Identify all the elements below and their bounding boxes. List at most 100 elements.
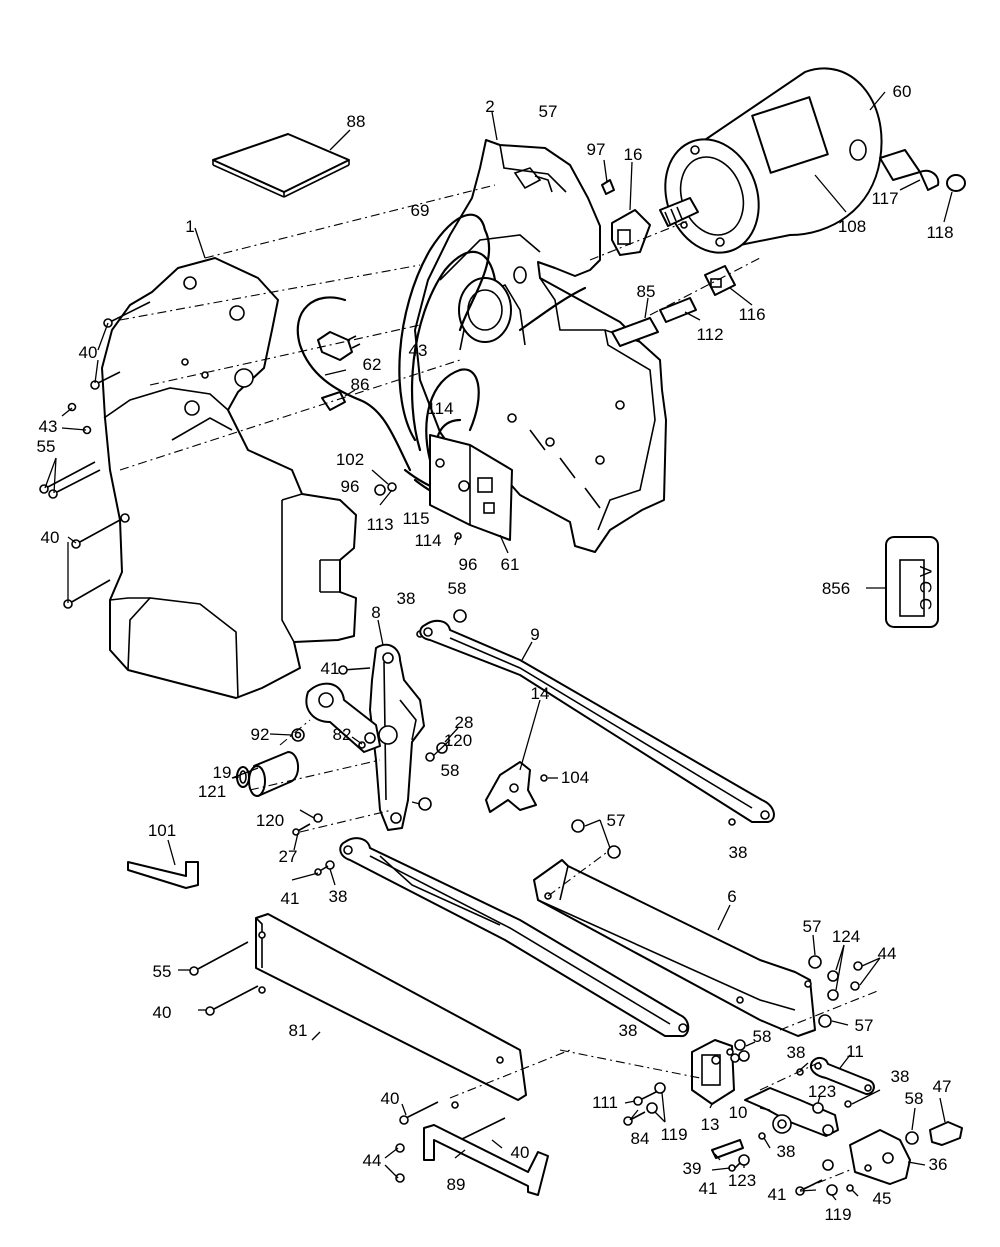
label-1: 1 [185, 217, 194, 236]
label-101: 101 [148, 821, 176, 840]
part-101-wrench [127, 839, 199, 889]
label-38-c: 38 [329, 887, 348, 906]
label-119-b: 119 [824, 1205, 851, 1224]
label-124: 124 [832, 927, 860, 946]
label-102: 102 [336, 450, 364, 469]
assembly-dashlines-upper [119, 184, 761, 471]
part-13-bracket [691, 1039, 756, 1109]
label-55-a: 55 [37, 437, 56, 456]
label-96-a: 96 [341, 477, 360, 496]
assembly-dashlines-lower [449, 989, 881, 1191]
part-117-118-brush [879, 149, 966, 223]
part-88-pad [212, 129, 351, 198]
label-82: 82 [333, 725, 352, 744]
hardware-near-part-6 [571, 819, 881, 1028]
label-9: 9 [530, 625, 539, 644]
label-8: 8 [371, 603, 380, 622]
label-57-b: 57 [607, 811, 626, 830]
label-119-a: 119 [660, 1125, 687, 1144]
label-40-e: 40 [511, 1143, 530, 1162]
label-86: 86 [351, 375, 370, 394]
label-84: 84 [631, 1129, 650, 1148]
label-69: 69 [411, 201, 430, 220]
label-96-b: 96 [459, 555, 478, 574]
label-115: 115 [402, 509, 429, 528]
label-41-b: 41 [281, 889, 300, 908]
label-92: 92 [251, 725, 270, 744]
label-55-b: 55 [153, 962, 172, 981]
part-85-112-116 [611, 265, 753, 347]
label-89: 89 [447, 1175, 466, 1194]
part-89-bar [423, 1124, 549, 1196]
left-fasteners [39, 301, 151, 609]
label-41-a: 41 [321, 659, 340, 678]
part-60-motor [659, 67, 886, 254]
label-81: 81 [289, 1021, 308, 1040]
label-28: 28 [455, 713, 474, 732]
label-88: 88 [347, 112, 366, 131]
label-43-b: 43 [39, 417, 58, 436]
label-10: 10 [729, 1103, 748, 1122]
label-120-a: 120 [444, 731, 472, 750]
label-114-b: 114 [414, 531, 441, 550]
label-19: 19 [213, 763, 232, 782]
label-38-f: 38 [891, 1067, 910, 1086]
label-40-c: 40 [153, 1003, 172, 1022]
label-114-a: 114 [426, 399, 453, 418]
label-43-a: 43 [409, 341, 428, 360]
part-10-linkage [744, 1087, 839, 1137]
label-108: 108 [838, 217, 866, 236]
label-44-a: 44 [878, 944, 897, 963]
label-58-b: 58 [441, 761, 460, 780]
part-82-crank [305, 682, 381, 753]
label-40-d: 40 [381, 1089, 400, 1108]
label-58-c: 58 [753, 1027, 772, 1046]
label-121: 121 [198, 782, 226, 801]
part-6-channel [533, 849, 816, 1037]
part-36-bracket [849, 1097, 963, 1185]
part-19-sleeve [231, 751, 299, 797]
label-40-a: 40 [79, 343, 98, 362]
label-104: 104 [561, 768, 589, 787]
label-97: 97 [587, 140, 606, 159]
part-lower-rail [339, 837, 690, 1038]
label-36: 36 [929, 1155, 948, 1174]
label-38-a: 38 [397, 589, 416, 608]
label-13: 13 [701, 1115, 720, 1134]
label-16: 16 [624, 145, 643, 164]
label-856: 856 [822, 579, 850, 598]
hardware-111-84-119 [559, 1049, 701, 1126]
label-57-d: 57 [855, 1016, 874, 1035]
label-57-a: 57 [539, 102, 558, 121]
part-62-plug [317, 331, 361, 411]
part-8-link-arm [369, 619, 425, 831]
label-6: 6 [727, 887, 736, 906]
label-58-d: 58 [905, 1089, 924, 1108]
part-81-plate [255, 913, 527, 1109]
part-856-label-inset: A C C [866, 536, 939, 628]
label-47: 47 [933, 1077, 952, 1096]
inset-label-text: A C C [916, 566, 935, 610]
callout-labels: 1 2 6 8 9 10 11 13 14 16 19 27 28 36 38 … [37, 82, 954, 1224]
label-60: 60 [893, 82, 912, 101]
label-38-e: 38 [787, 1043, 806, 1062]
label-38-b: 38 [729, 843, 748, 862]
part-1-left-housing [101, 227, 357, 699]
label-123-a: 123 [808, 1082, 836, 1101]
label-113: 113 [366, 515, 393, 534]
label-38-g: 38 [777, 1142, 796, 1161]
label-61: 61 [501, 555, 520, 574]
label-11: 11 [846, 1042, 864, 1061]
label-40-b: 40 [41, 528, 60, 547]
label-118: 118 [926, 223, 953, 242]
label-14: 14 [531, 684, 550, 703]
label-120-b: 120 [256, 811, 284, 830]
label-116: 116 [738, 305, 765, 324]
bolts-near-part-81 [178, 941, 506, 1183]
label-112: 112 [696, 325, 723, 344]
part-9-upper-rail [419, 609, 775, 826]
label-41-c: 41 [699, 1179, 718, 1198]
label-39: 39 [683, 1159, 702, 1178]
label-111: 111 [592, 1093, 618, 1112]
